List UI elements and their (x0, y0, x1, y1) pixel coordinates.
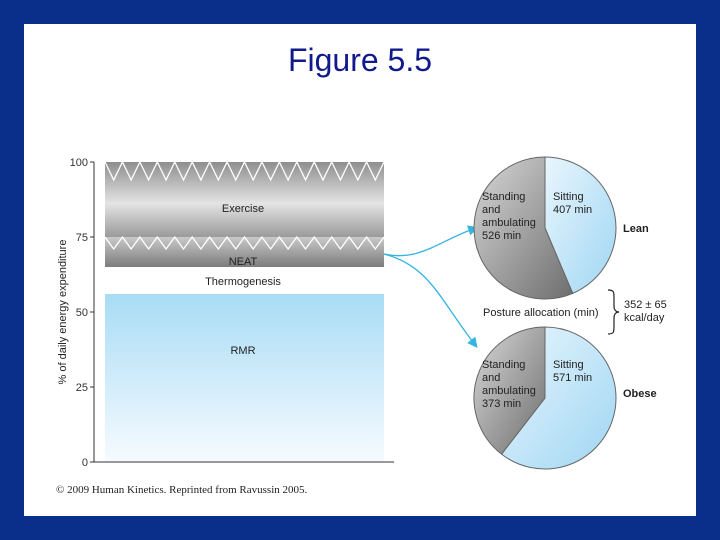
exercise-zigzag (104, 160, 385, 182)
page-title: Figure 5.5 (287, 42, 433, 78)
y-tick-label: 0 (82, 457, 88, 469)
segment-label-thermogenesis: Thermogenesis (205, 276, 281, 288)
y-axis-label: % of daily energy expenditure (57, 240, 69, 385)
bar-segment-thermogenesis (105, 267, 384, 294)
y-tick-label: 100 (70, 157, 88, 169)
segment-label-neat: NEAT (229, 256, 258, 268)
y-ticks: 0 25 50 75 100 (70, 157, 94, 469)
energy-bar (104, 160, 385, 462)
neat-zigzag (104, 235, 385, 251)
obese-standing-label: Standing and ambulating 373 min (482, 359, 539, 410)
energy-difference-label: 352 ± 65 kcal/day (624, 299, 670, 324)
segment-label-exercise: Exercise (222, 203, 264, 215)
y-tick-label: 75 (76, 232, 88, 244)
bar-segment-exercise (105, 162, 384, 237)
obese-label: Obese (623, 388, 657, 400)
lean-standing-label: Standing and ambulating 526 min (482, 191, 539, 242)
bar-segment-rmr (105, 294, 384, 462)
pie-lean-slice-sitting (544, 156, 617, 295)
lean-label: Lean (623, 223, 649, 235)
pie-obese-slice-standing (473, 326, 546, 455)
posture-allocation-label: Posture allocation (min) (483, 307, 599, 319)
y-tick-label: 50 (76, 307, 88, 319)
pie-lean (473, 156, 617, 300)
y-tick-label: 25 (76, 382, 88, 394)
segment-label-rmr: RMR (230, 345, 255, 357)
lean-sitting-label: Sitting 407 min (553, 191, 592, 216)
arrow-to-lean (383, 225, 479, 257)
credit-line: © 2009 Human Kinetics. Reprinted from Ra… (56, 484, 308, 496)
bar-segment-neat (105, 237, 384, 267)
pie-obese-slice-sitting (500, 326, 617, 470)
obese-sitting-label: Sitting 571 min (553, 359, 592, 384)
brace (607, 289, 620, 335)
pie-obese (473, 326, 617, 470)
arrow-to-obese (383, 253, 478, 349)
pie-lean-slice-standing (473, 156, 574, 300)
